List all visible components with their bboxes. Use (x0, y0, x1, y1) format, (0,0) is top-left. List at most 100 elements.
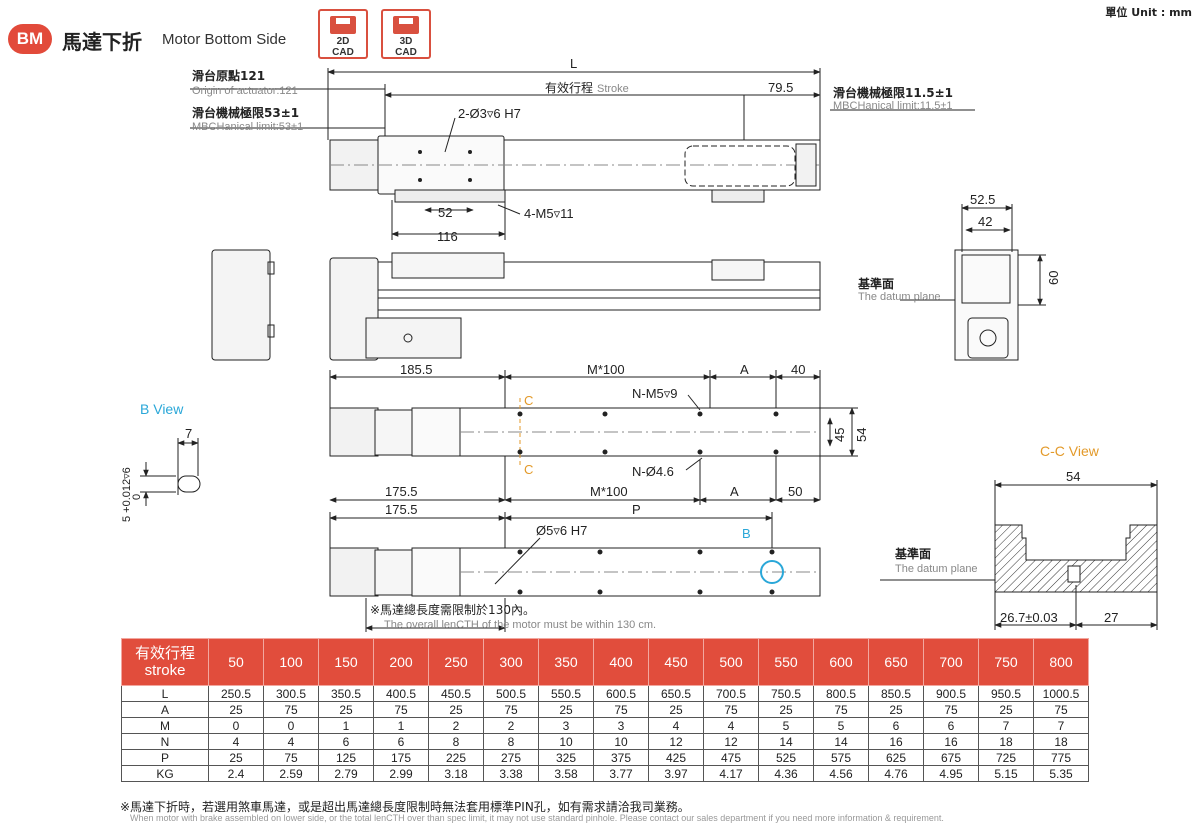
dim-54-side: 54 (854, 428, 869, 442)
table-cell: 400.5 (373, 685, 429, 702)
footer-note-zh: ※馬達下折時，若選用煞車馬達，或是超出馬達總長度限制時無法套用標準PIN孔，如有… (120, 800, 690, 814)
table-cell: 725 (978, 749, 1034, 766)
stroke-col-header: 400 (593, 638, 649, 686)
table-cell: 0 (208, 717, 264, 734)
page-title-en: Motor Bottom Side (162, 31, 287, 48)
stroke-col-header: 700 (923, 638, 979, 686)
table-cell: 625 (868, 749, 924, 766)
table-cell: 3.77 (593, 765, 649, 782)
table-cell: 6 (373, 733, 429, 750)
dim-p: P (632, 502, 641, 517)
stroke-col-header: 350 (538, 638, 594, 686)
table-cell: 25 (538, 701, 594, 718)
tolerance-zero: 0 (131, 494, 143, 500)
dim-l: L (570, 56, 577, 71)
stroke-label-zh: 有效行程 (545, 80, 593, 95)
floppy-disk-icon (393, 16, 419, 34)
tap-hole-callout: 4-M5▿11 (524, 206, 574, 221)
stroke-col-header: 200 (373, 638, 429, 686)
b-view-highlight (760, 560, 784, 584)
stroke-col-header: 50 (208, 638, 264, 686)
dim-175-5-b: 175.5 (385, 502, 418, 517)
table-cell: 1 (373, 717, 429, 734)
dim-52: 52 (438, 205, 452, 220)
table-cell: 7 (978, 717, 1034, 734)
pin-hole-callout: 2-Ø3▿6 H7 (458, 106, 521, 121)
table-cell: 75 (373, 701, 429, 718)
stroke-col-header: 300 (483, 638, 539, 686)
table-cell: 75 (483, 701, 539, 718)
table-cell: 525 (758, 749, 814, 766)
table-cell: 125 (318, 749, 374, 766)
table-cell: 2 (483, 717, 539, 734)
table-cell: 250.5 (208, 685, 264, 702)
stroke-col-header: 800 (1033, 638, 1089, 686)
table-cell: 475 (703, 749, 759, 766)
table-cell: 225 (428, 749, 484, 766)
table-cell: 4 (208, 733, 264, 750)
stroke-col-header: 550 (758, 638, 814, 686)
table-cell: 2.59 (263, 765, 319, 782)
table-cell: 18 (978, 733, 1034, 750)
row-label: L (121, 685, 209, 702)
table-cell: 14 (813, 733, 869, 750)
table-cell: 25 (758, 701, 814, 718)
mech-limit-left-en: MBCHanical limit:53±1 (192, 121, 303, 133)
table-cell: 700.5 (703, 685, 759, 702)
stroke-label-en: Stroke (597, 83, 629, 95)
table-cell: 650.5 (648, 685, 704, 702)
stroke-col-header: 650 (868, 638, 924, 686)
motor-length-note-zh: ※馬達總長度需限制於130內。 (370, 602, 535, 617)
table-cell: 900.5 (923, 685, 979, 702)
row-label: M (121, 717, 209, 734)
table-cell: 2.4 (208, 765, 264, 782)
datum-label-zh: 基準面 (857, 276, 894, 291)
table-cell: 7 (1033, 717, 1089, 734)
table-cell: 8 (483, 733, 539, 750)
table-cell: 950.5 (978, 685, 1034, 702)
table-cell: 2 (428, 717, 484, 734)
table-cell: 0 (263, 717, 319, 734)
table-cell: 2.79 (318, 765, 374, 782)
table-cell: 12 (648, 733, 704, 750)
cad-3d-label-2: CAD (395, 47, 417, 58)
series-badge: BM (8, 24, 52, 54)
table-cell: 750.5 (758, 685, 814, 702)
table-cell: 4.17 (703, 765, 759, 782)
n-m5-callout: N-M5▿9 (632, 386, 678, 401)
table-cell: 4.76 (868, 765, 924, 782)
dim-79-5: 79.5 (768, 80, 793, 95)
table-cell: 6 (868, 717, 924, 734)
table-cell: 5.15 (978, 765, 1034, 782)
table-cell: 4 (648, 717, 704, 734)
section-c-top: C (524, 393, 533, 408)
table-cell: 25 (978, 701, 1034, 718)
download-3d-cad-button[interactable]: 3D CAD (381, 9, 431, 59)
dim-a-bottom: A (730, 484, 739, 499)
table-cell: 275 (483, 749, 539, 766)
table-cell: 325 (538, 749, 594, 766)
dim-m100-bottom: M*100 (590, 484, 628, 499)
table-cell: 550.5 (538, 685, 594, 702)
dim-40: 40 (791, 362, 805, 377)
table-cell: 6 (318, 733, 374, 750)
row-label: KG (121, 765, 209, 782)
table-cell: 75 (593, 701, 649, 718)
table-cell: 1000.5 (1033, 685, 1089, 702)
stroke-header-en: stroke (144, 662, 186, 679)
table-cell: 3 (538, 717, 594, 734)
table-cell: 4.36 (758, 765, 814, 782)
table-cell: 350.5 (318, 685, 374, 702)
dim-m100-top: M*100 (587, 362, 625, 377)
table-cell: 300.5 (263, 685, 319, 702)
table-cell: 25 (208, 701, 264, 718)
table-cell: 25 (318, 701, 374, 718)
dim-a-top: A (740, 362, 749, 377)
b-view-title: B View (140, 401, 184, 417)
table-cell: 25 (208, 749, 264, 766)
download-2d-cad-button[interactable]: 2D CAD (318, 9, 368, 59)
cc-view-title: C-C View (1040, 443, 1100, 459)
table-cell: 5 (758, 717, 814, 734)
